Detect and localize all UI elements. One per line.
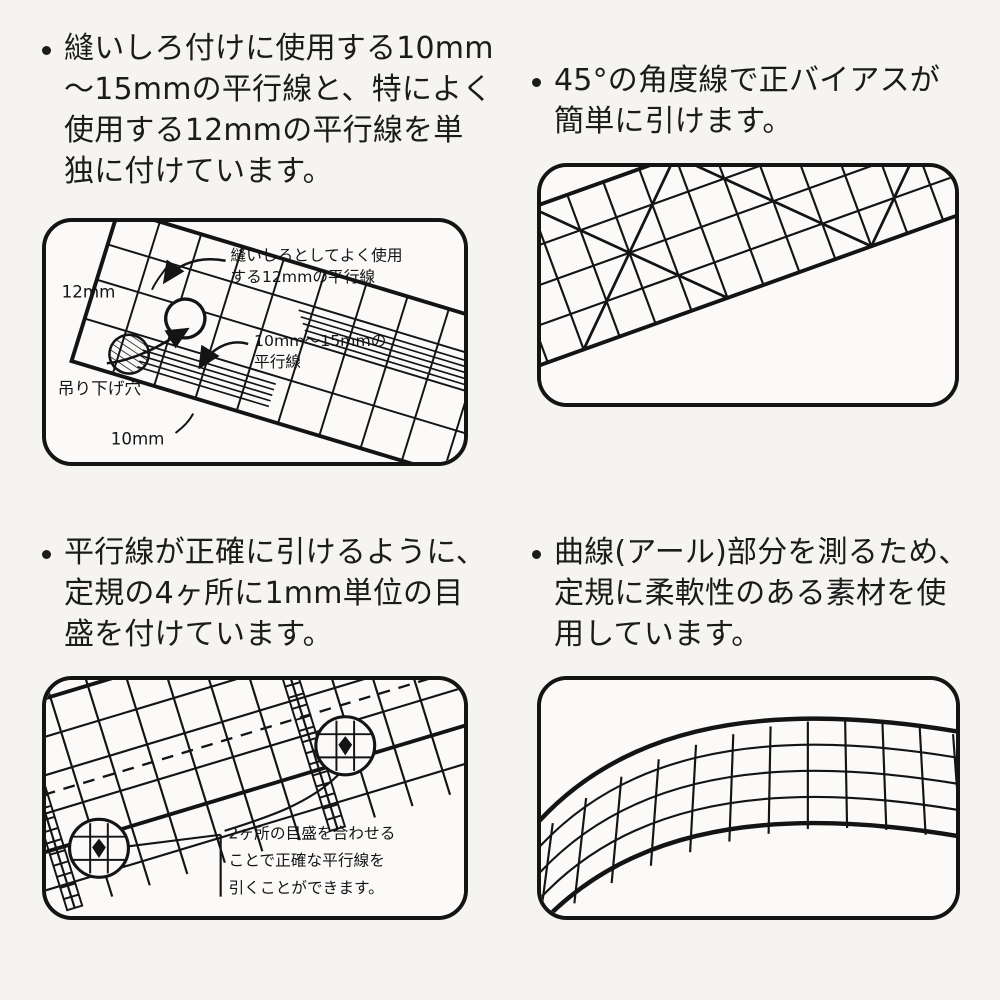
- caption-line: 平行線が正確に引けるように、: [64, 535, 486, 570]
- ruler-scale-alignment-diagram: 2ヶ所の目盛を合わせる ことで正確な平行線を 引くことができます。: [42, 676, 468, 920]
- caption-line: 定規に柔軟性のある素材を使: [554, 576, 947, 611]
- feature-block-45-degree: 45°の角度線で正バイアスが 簡単に引けます。: [500, 0, 1000, 500]
- caption-seam-allowance: 縫いしろ付けに使用する10mm ～15mmの平行線と、特によく 使用する12mm…: [38, 28, 494, 192]
- ruler-parallel-lines-diagram: 12mm 縫いしろとしてよく使用 する12mmの平行線 吊り下げ穴 10mm～1…: [42, 218, 468, 466]
- bullet-icon: [532, 78, 541, 87]
- caption-line: 定規の4ヶ所に1mm単位の目: [64, 576, 464, 611]
- magnifier-lower: [67, 817, 130, 879]
- caption-line: 使用する12mmの平行線を単: [64, 113, 464, 148]
- caption-line: 曲線(アール)部分を測るため、: [554, 535, 969, 570]
- callout-12mm-line-2: する12mmの平行線: [230, 268, 375, 286]
- bullet-icon: [532, 550, 541, 559]
- bullet-icon: [42, 550, 51, 559]
- feature-block-seam-allowance: 縫いしろ付けに使用する10mm ～15mmの平行線と、特によく 使用する12mm…: [0, 0, 500, 500]
- caption-line: 45°の角度線で正バイアスが: [554, 63, 940, 98]
- caption-1mm-scale: 平行線が正確に引けるように、 定規の4ヶ所に1mm単位の目 盛を付けています。: [38, 532, 486, 655]
- caption-line: 用しています。: [554, 617, 762, 652]
- caption-line: ～15mmの平行線と、特によく: [64, 72, 493, 107]
- callout-range-line-2: 平行線: [254, 353, 301, 371]
- callout-range-line-1: 10mm～15mmの: [254, 332, 386, 350]
- caption-line: 簡単に引けます。: [554, 104, 793, 139]
- ruler-flexible-curve-diagram: [537, 676, 960, 920]
- magnifier-upper: [314, 715, 377, 777]
- label-10mm: 10mm: [111, 430, 165, 449]
- feature-block-1mm-scale: 平行線が正確に引けるように、 定規の4ヶ所に1mm単位の目 盛を付けています。: [0, 500, 500, 1000]
- caption-line: 縫いしろ付けに使用する10mm: [64, 31, 494, 66]
- callout-align-line-3: 引くことができます。: [229, 879, 384, 897]
- label-12mm: 12mm: [62, 283, 116, 302]
- feature-block-flexible-curve: 曲線(アール)部分を測るため、 定規に柔軟性のある素材を使 用しています。: [500, 500, 1000, 1000]
- caption-line: 独に付けています。: [64, 154, 333, 189]
- caption-45-degree: 45°の角度線で正バイアスが 簡単に引けます。: [528, 60, 940, 142]
- callout-align-line-1: 2ヶ所の目盛を合わせる: [229, 825, 396, 843]
- label-hanging-hole: 吊り下げ穴: [58, 379, 141, 398]
- callout-12mm-line-1: 縫いしろとしてよく使用: [230, 247, 402, 265]
- callout-align-line-2: ことで正確な平行線を: [229, 852, 385, 870]
- caption-line: 盛を付けています。: [64, 617, 333, 652]
- caption-flexible-curve: 曲線(アール)部分を測るため、 定規に柔軟性のある素材を使 用しています。: [528, 532, 969, 655]
- ruler-45-degree-diagram: [537, 163, 959, 407]
- bullet-icon: [42, 46, 51, 55]
